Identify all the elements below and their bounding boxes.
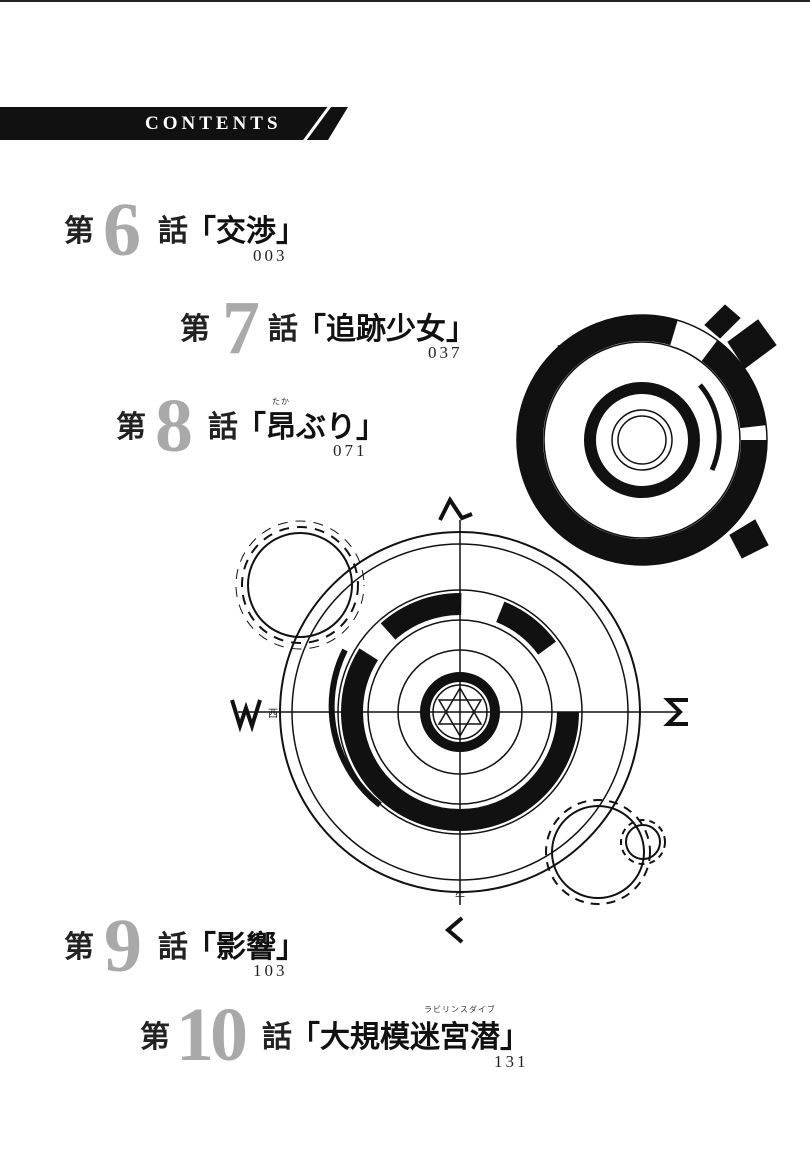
main-magic-circle: [238, 520, 682, 905]
chapter-number: 9: [104, 904, 142, 988]
chapter-suffix: 話: [262, 1020, 292, 1055]
small-magic-circle: [516, 304, 777, 566]
chapter-number: 7: [222, 286, 260, 370]
chapter-suffix: 話: [158, 214, 188, 249]
chapter-suffix: 話: [158, 930, 188, 965]
chapter-prefix: 第: [64, 930, 94, 965]
chapter-page: 071: [333, 441, 368, 460]
compass-icon: [230, 496, 688, 944]
chapter-page: 003: [253, 246, 288, 265]
chapter-number: 6: [103, 188, 141, 272]
chapter-title: 「影響」: [186, 930, 306, 965]
chapter-title: 「昂ぶり」: [236, 410, 386, 445]
contents-banner: [0, 105, 348, 144]
chapter-number: 8: [155, 384, 193, 468]
gear-icon: [235, 520, 666, 905]
south-label: 午: [455, 892, 465, 903]
chapter-title: 「交渉」: [186, 214, 306, 249]
chapter-prefix: 第: [116, 410, 146, 445]
chapter-prefix: 第: [140, 1020, 170, 1055]
chapter-prefix: 第: [180, 312, 210, 347]
top-border: [0, 0, 810, 2]
chapter-page: 037: [428, 343, 463, 362]
chapter-suffix: 話: [208, 410, 238, 445]
chapter-title: 「大規模迷宮潜」: [290, 1020, 530, 1055]
chapter-prefix: 第: [64, 214, 94, 249]
chapter-page: 131: [494, 1052, 529, 1071]
small-circle-label: 弐: [556, 342, 576, 366]
west-label: 西: [268, 709, 278, 720]
chapter-suffix: 話: [268, 312, 298, 347]
chapter-number: 10: [176, 993, 248, 1077]
chapter-title: 「追跡少女」: [296, 312, 476, 347]
chapter-ruby: たか: [272, 397, 290, 406]
contents-title: CONTENTS: [145, 113, 282, 134]
chapter-ruby: ラビリンスダイブ: [424, 1005, 496, 1014]
chapter-page: 103: [253, 961, 288, 980]
